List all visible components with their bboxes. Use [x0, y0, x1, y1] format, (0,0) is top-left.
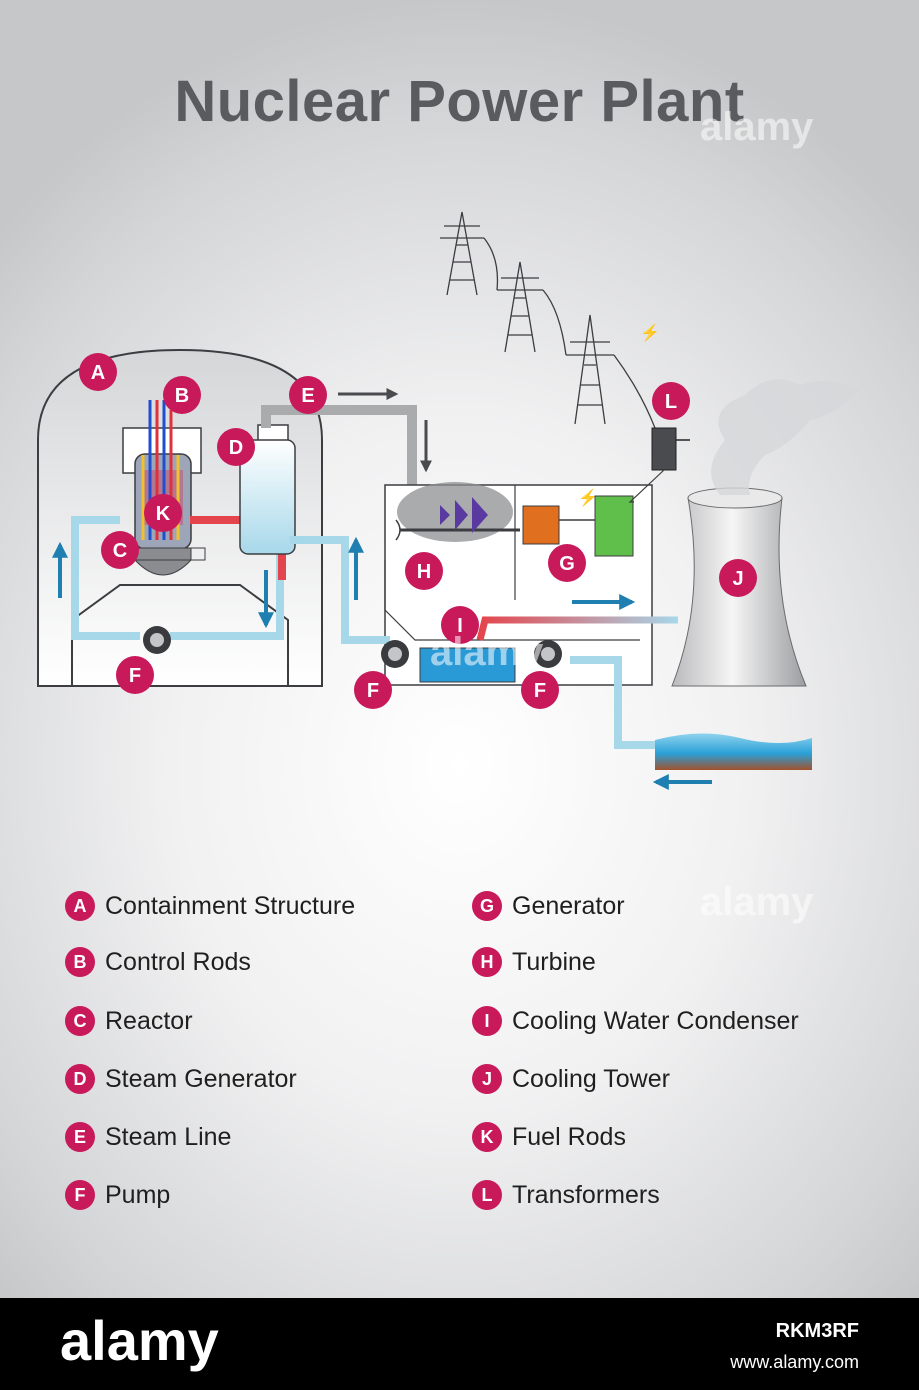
- legend-badge: H: [472, 947, 502, 977]
- legend-label: Cooling Tower: [512, 1064, 670, 1093]
- footer-url: www.alamy.com: [730, 1352, 859, 1372]
- pump-feedwater: [381, 640, 409, 668]
- legend-item-l: L Transformers: [472, 1178, 660, 1212]
- label-a: A: [79, 353, 117, 391]
- legend-label: Turbine: [512, 947, 596, 976]
- steam-line: [261, 405, 417, 500]
- legend-label: Fuel Rods: [512, 1122, 626, 1151]
- svg-text:F: F: [534, 680, 546, 702]
- electricity-spark-icon: ⚡: [578, 488, 598, 507]
- legend-badge: A: [65, 891, 95, 921]
- svg-text:F: F: [367, 680, 379, 702]
- river: [655, 733, 812, 770]
- label-b: B: [163, 376, 201, 414]
- legend-item-g: G Generator: [472, 889, 625, 923]
- transformer: [628, 427, 690, 503]
- turbine: [395, 482, 520, 542]
- legend-label: Transformers: [512, 1180, 660, 1209]
- legend-label: Steam Line: [105, 1122, 232, 1151]
- label-f-primary: F: [116, 656, 154, 694]
- svg-text:G: G: [559, 553, 575, 575]
- svg-text:E: E: [301, 385, 314, 407]
- svg-text:J: J: [732, 568, 743, 590]
- label-h: H: [405, 552, 443, 590]
- legend-badge: C: [65, 1006, 95, 1036]
- label-f-feedwater: F: [354, 671, 392, 709]
- svg-text:K: K: [156, 503, 171, 525]
- legend-label: Cooling Water Condenser: [512, 1006, 799, 1035]
- cooling-tower: [671, 379, 860, 687]
- plant-diagram: ⚡: [37, 211, 860, 790]
- legend-item-h: H Turbine: [472, 945, 596, 979]
- legend-badge: E: [65, 1122, 95, 1152]
- condenser: [419, 616, 678, 749]
- legend-label: Steam Generator: [105, 1064, 297, 1093]
- legend-badge: G: [472, 891, 502, 921]
- svg-text:A: A: [91, 362, 105, 384]
- svg-text:C: C: [113, 540, 127, 562]
- transmission-towers: [440, 211, 656, 429]
- generator: ⚡: [522, 488, 634, 557]
- legend-item-c: C Reactor: [65, 1004, 193, 1038]
- svg-text:D: D: [229, 437, 243, 459]
- legend-item-j: J Cooling Tower: [472, 1062, 670, 1096]
- legend-item-f: F Pump: [65, 1178, 170, 1212]
- svg-text:I: I: [457, 615, 463, 637]
- svg-text:H: H: [417, 561, 431, 583]
- label-f-cooling: F: [521, 671, 559, 709]
- svg-text:F: F: [129, 665, 141, 687]
- legend-badge: B: [65, 947, 95, 977]
- power-spark-icon: ⚡: [640, 323, 660, 342]
- watermark: alamy: [700, 105, 814, 149]
- legend-label: Pump: [105, 1180, 171, 1209]
- watermark: alamy: [700, 880, 814, 924]
- label-d: D: [217, 428, 255, 466]
- legend-badge: I: [472, 1006, 502, 1036]
- label-i: I: [441, 606, 479, 644]
- legend-badge: J: [472, 1064, 502, 1094]
- label-e: E: [289, 376, 327, 414]
- footer-bar: alamy RKM3RF www.alamy.com: [0, 1298, 919, 1390]
- label-k: K: [144, 494, 182, 532]
- legend-item-i: I Cooling Water Condenser: [472, 1004, 799, 1038]
- feedwater-pipe: [290, 536, 390, 644]
- label-l: L: [652, 382, 690, 420]
- legend-label: Control Rods: [105, 947, 251, 976]
- label-g: G: [548, 544, 586, 582]
- footer-logo: alamy: [60, 1309, 219, 1372]
- label-c: C: [101, 531, 139, 569]
- legend-badge: K: [472, 1122, 502, 1152]
- legend-item-k: K Fuel Rods: [472, 1120, 626, 1154]
- legend-badge: L: [472, 1180, 502, 1210]
- legend-item-b: B Control Rods: [65, 945, 251, 979]
- legend-item-e: E Steam Line: [65, 1120, 231, 1154]
- page-title: Nuclear Power Plant: [174, 69, 745, 134]
- image-id: RKM3RF: [775, 1320, 859, 1342]
- legend-badge: F: [65, 1180, 95, 1210]
- legend-label: Reactor: [105, 1006, 193, 1035]
- legend-label: Containment Structure: [105, 891, 356, 920]
- label-j: J: [719, 559, 757, 597]
- pump-cooling: [534, 640, 562, 668]
- legend-label: Generator: [512, 891, 625, 920]
- svg-text:B: B: [175, 385, 189, 407]
- steam-generator: [239, 424, 296, 555]
- pump-primary: [143, 626, 171, 654]
- legend-item-a: A Containment Structure: [65, 889, 355, 923]
- legend-item-d: D Steam Generator: [65, 1062, 297, 1096]
- legend-badge: D: [65, 1064, 95, 1094]
- watermark: alamy: [430, 630, 544, 674]
- svg-text:L: L: [665, 391, 677, 413]
